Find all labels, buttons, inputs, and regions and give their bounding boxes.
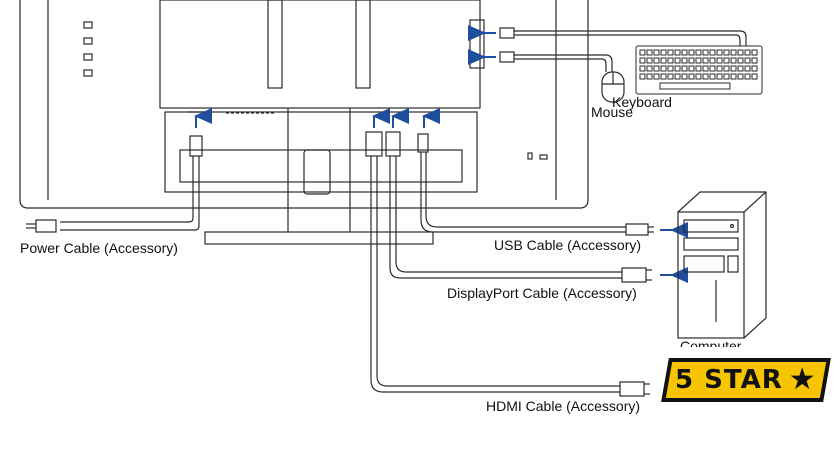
keyboard-key [695, 73, 702, 80]
keyboard-spacebar [659, 82, 731, 90]
keyboard-key [730, 49, 737, 56]
keyboard-key [695, 57, 702, 64]
keyboard-key [730, 73, 737, 80]
keyboard-mouse-cables [499, 27, 747, 72]
keyboard-key [653, 49, 660, 56]
computer-label: Computer [680, 338, 742, 347]
keyboard-key [688, 65, 695, 72]
keyboard-key [639, 57, 646, 64]
keyboard-key [730, 57, 737, 64]
keyboard-key [730, 65, 737, 72]
keyboard-key [716, 49, 723, 56]
keyboard-key [723, 57, 730, 64]
keyboard-key [744, 65, 751, 72]
keyboard-key [702, 57, 709, 64]
keyboard-key [688, 73, 695, 80]
keyboard-key [667, 57, 674, 64]
keyboard-key [653, 73, 660, 80]
keyboard-key [709, 73, 716, 80]
keyboard-key [639, 65, 646, 72]
port-arrows [194, 108, 440, 128]
keyboard-key [681, 49, 688, 56]
five-star-badge: 5 STAR ★ [661, 358, 831, 402]
keyboard-key [646, 73, 653, 80]
displayport-cable-label: DisplayPort Cable (Accessory) [447, 285, 637, 301]
keyboard-key [653, 65, 660, 72]
keyboard-key [660, 65, 667, 72]
star-icon: ★ [788, 362, 817, 397]
usb-cable [417, 133, 654, 236]
keyboard-key [688, 49, 695, 56]
keyboard-key [744, 73, 751, 80]
keyboard-key [709, 65, 716, 72]
keyboard-key [737, 73, 744, 80]
keyboard-key [674, 65, 681, 72]
keyboard-key [681, 65, 688, 72]
keyboard-key [695, 49, 702, 56]
keyboard-key [667, 65, 674, 72]
keyboard-key [695, 65, 702, 72]
keyboard-key [688, 57, 695, 64]
keyboard-key [674, 57, 681, 64]
usb-cable-label: USB Cable (Accessory) [494, 237, 642, 253]
monitor-rear [19, 0, 589, 245]
keyboard-label: Keyboard [612, 94, 672, 110]
hdmi-cable [365, 131, 650, 397]
keyboard-key [751, 73, 758, 80]
badge-text: 5 STAR [675, 365, 783, 395]
keyboard-key [681, 73, 688, 80]
power-cable-label: Power Cable (Accessory) [20, 240, 178, 256]
hdmi-cable-label: HDMI Cable (Accessory) [486, 398, 641, 414]
keyboard-key [709, 49, 716, 56]
keyboard-key [723, 49, 730, 56]
keyboard-key [702, 65, 709, 72]
keyboard-key [674, 49, 681, 56]
keyboard-key [646, 57, 653, 64]
keyboard-key [744, 57, 751, 64]
keyboard-key [751, 65, 758, 72]
keyboard-key [702, 73, 709, 80]
keyboard-key [639, 49, 646, 56]
keyboard-key [737, 49, 744, 56]
keyboard-key [737, 65, 744, 72]
keyboard-key [646, 49, 653, 56]
computer-arrows [660, 222, 688, 283]
keyboard-key [667, 73, 674, 80]
keyboard-key [723, 73, 730, 80]
power-cable [26, 135, 203, 233]
keyboard-key [660, 73, 667, 80]
keyboard-key [674, 73, 681, 80]
keyboard-key [751, 49, 758, 56]
keyboard-key [667, 49, 674, 56]
keyboard-key [660, 57, 667, 64]
keyboard-key [716, 65, 723, 72]
keyboard-key [702, 49, 709, 56]
keyboard-key [681, 57, 688, 64]
mouse-label: Mouse [591, 104, 634, 120]
keyboard-key [646, 65, 653, 72]
usb-input-arrows [468, 25, 496, 65]
keyboard-key [723, 65, 730, 72]
keyboard-key [744, 49, 751, 56]
keyboard-key [716, 73, 723, 80]
keyboard-key [751, 57, 758, 64]
keyboard-key [653, 57, 660, 64]
computer-icon [677, 191, 767, 339]
keyboard-key [716, 57, 723, 64]
keyboard-key [709, 57, 716, 64]
keyboard-key [660, 49, 667, 56]
keyboard-key [639, 73, 646, 80]
keyboard-icon [635, 45, 763, 95]
mouse-icon [601, 71, 625, 103]
keyboard-key [737, 57, 744, 64]
displayport-cable [385, 131, 652, 283]
